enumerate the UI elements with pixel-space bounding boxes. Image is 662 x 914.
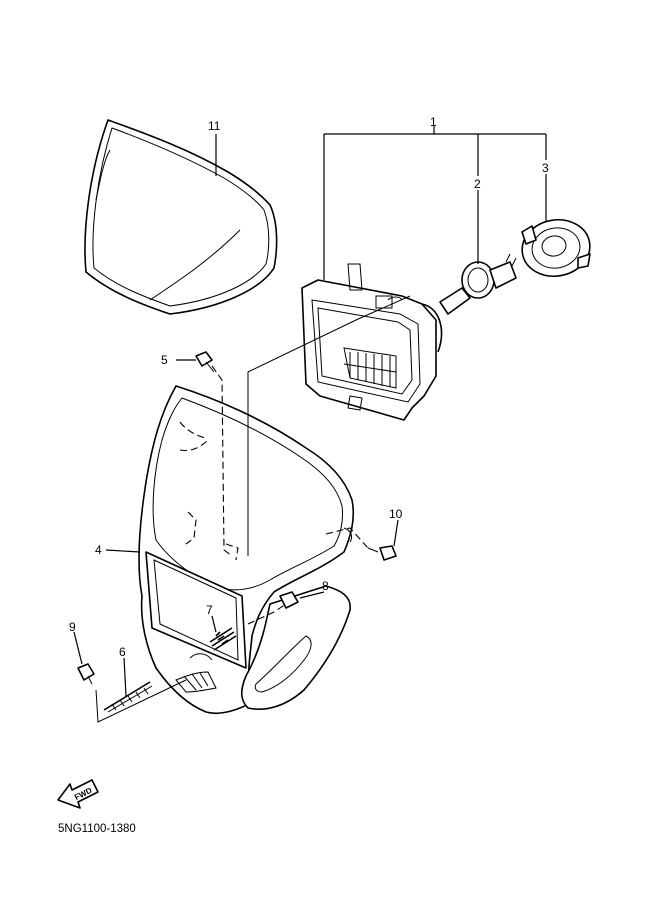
callout-10: 10 [389, 507, 403, 521]
callout-5: 5 [161, 353, 168, 367]
bolt-part-9 [77, 663, 95, 685]
callout-9: 9 [69, 620, 76, 634]
callout-8: 8 [322, 579, 329, 593]
callout-labels: 1 2 3 4 5 6 7 8 9 10 11 [69, 115, 549, 659]
callout-3: 3 [542, 161, 549, 175]
callout-7: 7 [206, 603, 213, 617]
cowl-part-4 [138, 385, 355, 715]
assembly-guide-lines [95, 295, 411, 723]
bolt-part-10 [367, 545, 397, 561]
callout-4: 4 [95, 543, 102, 557]
bulb-part-2 [439, 253, 517, 315]
callout-6: 6 [119, 645, 126, 659]
callout-2: 2 [474, 177, 481, 191]
headlight-unit [301, 263, 443, 421]
visor-part-11 [84, 119, 278, 315]
screw-part-6 [103, 681, 153, 713]
spring-part-7 [209, 627, 237, 651]
nut-part-8 [279, 591, 299, 609]
callout-1: 1 [430, 115, 437, 129]
leader-lines [73, 126, 547, 697]
callout-11: 11 [208, 119, 221, 133]
socket-part-3 [521, 219, 591, 277]
bolt-part-5 [195, 351, 215, 373]
part-code: 5NG1100-1380 [58, 823, 136, 835]
forward-arrow-icon: FWD [57, 779, 99, 809]
